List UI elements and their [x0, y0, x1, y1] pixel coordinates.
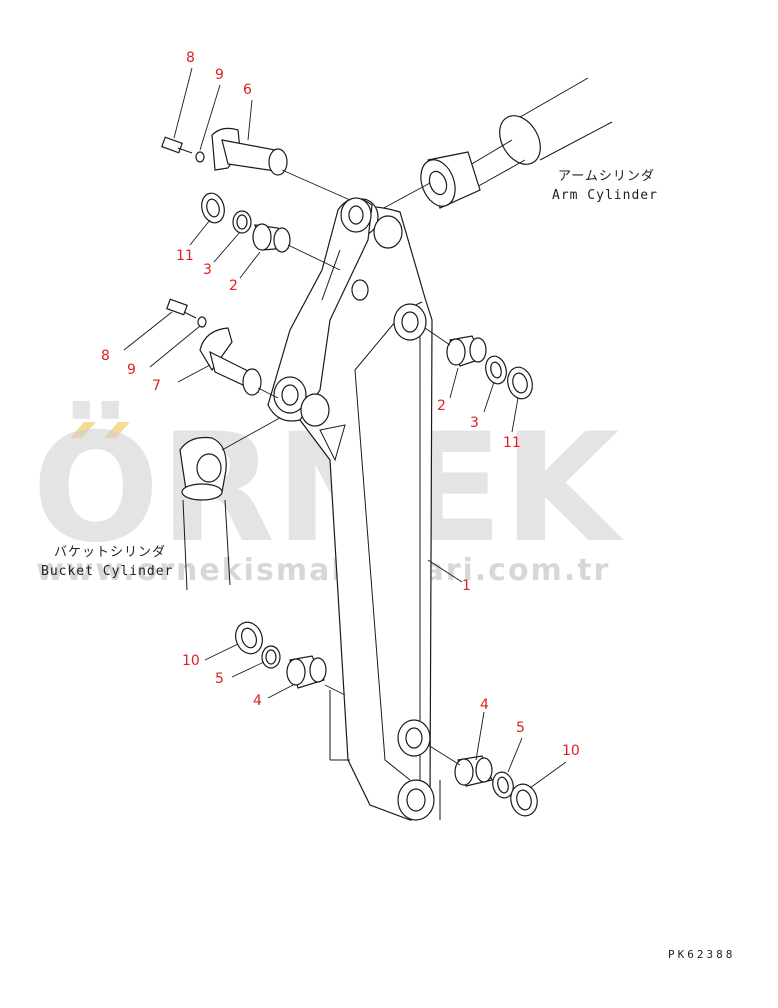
callout-numbers: 8 9 6 11 3 2 8 9 7 2 3 11 1 10 5 4 4 5 1…	[101, 50, 580, 759]
callout-7: 7	[152, 378, 161, 394]
callout-8-top: 8	[186, 50, 195, 66]
arm-cylinder: アームシリンダ Arm Cylinder	[379, 77, 658, 211]
top-pin-assembly	[161, 127, 351, 201]
callout-3-right: 3	[470, 415, 479, 431]
right-lower-bushings	[427, 744, 538, 817]
link-bracket	[267, 197, 373, 427]
callout-8-mid: 8	[101, 348, 110, 364]
watermark-url: www.ornekismakinalari.com.tr	[36, 553, 610, 588]
callout-10-right: 10	[562, 743, 580, 759]
arm-cylinder-label-jp: アームシリンダ	[558, 169, 655, 184]
callout-9-mid: 9	[127, 362, 136, 378]
callout-11-top: 11	[176, 248, 194, 264]
callout-4-right: 4	[480, 697, 489, 713]
left-lower-bushings	[235, 621, 346, 696]
right-upper-bushings	[424, 327, 533, 400]
callout-6: 6	[243, 82, 252, 98]
callout-3-top: 3	[203, 262, 212, 278]
callout-1: 1	[462, 578, 471, 594]
arm-cylinder-label-en: Arm Cylinder	[552, 188, 658, 203]
callout-10-left: 10	[182, 653, 200, 669]
top-bushings	[201, 192, 341, 271]
bucket-cylinder-label-en: Bucket Cylinder	[41, 564, 173, 579]
callout-2-right: 2	[437, 398, 446, 414]
callout-5-left: 5	[215, 671, 224, 687]
callout-2-top: 2	[229, 278, 238, 294]
middle-pin-assembly	[166, 298, 279, 399]
bucket-cylinder: バケットシリンダ Bucket Cylinder	[41, 414, 286, 591]
bucket-cylinder-label-jp: バケットシリンダ	[54, 545, 166, 560]
callout-11-right: 11	[503, 435, 521, 451]
callout-9-top: 9	[215, 67, 224, 83]
leader-lines	[123, 67, 567, 789]
callout-5-right: 5	[516, 720, 525, 736]
figure-code: PK62388	[668, 948, 735, 961]
callout-4-left: 4	[253, 693, 262, 709]
